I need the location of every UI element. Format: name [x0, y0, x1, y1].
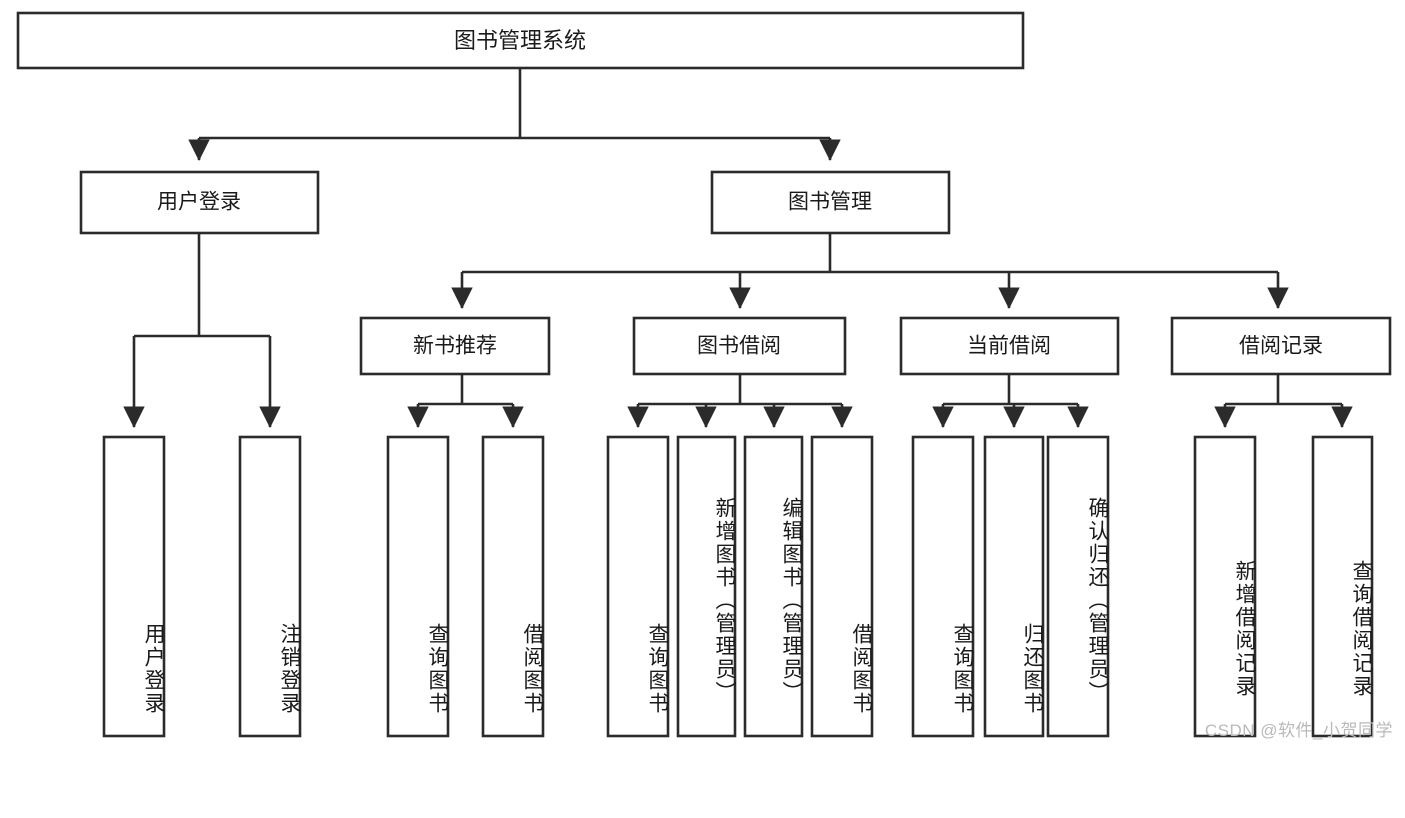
node-leaf-logout[interactable]	[238, 435, 302, 738]
node-leaf-borrow-book-1[interactable]	[481, 435, 545, 738]
node-leaf-query-book-2[interactable]	[606, 435, 670, 738]
connector-root-to-level2	[188, 68, 841, 161]
hierarchy-diagram-svg: 图书管理系统 用户登录 图书管理 新书推荐 图书借阅 当前借阅 借阅记录	[16, 11, 1392, 738]
node-borrow-record-label: 借阅记录	[1239, 335, 1323, 358]
node-book-borrow[interactable]: 图书借阅	[632, 316, 847, 376]
node-leaf-borrow-book-2[interactable]	[810, 435, 874, 738]
node-leaf-add-record[interactable]	[1193, 435, 1257, 738]
node-current-borrow[interactable]: 当前借阅	[899, 316, 1120, 376]
node-root-label: 图书管理系统	[454, 28, 586, 53]
diagram-canvas: 图书管理系统 用户登录 图书管理 新书推荐 图书借阅 当前借阅 借阅记录	[16, 11, 1393, 740]
node-leaf-confirm-return[interactable]	[1046, 435, 1110, 738]
node-root[interactable]: 图书管理系统	[16, 11, 1025, 70]
node-user-login[interactable]: 用户登录	[79, 170, 320, 235]
node-book-borrow-label: 图书借阅	[697, 335, 781, 358]
node-leaf-query-book-1[interactable]	[386, 435, 450, 738]
connector-borrow-record-to-leaves	[1214, 374, 1353, 428]
node-leaf-add-book[interactable]	[676, 435, 737, 738]
node-leaf-return-book[interactable]	[983, 435, 1045, 738]
connector-new-book-recommend-to-leaves	[407, 374, 524, 428]
node-leaf-query-book-3[interactable]	[911, 435, 975, 738]
watermark-text: CSDN @软件_小贺同学	[1204, 721, 1393, 740]
node-book-management-label: 图书管理	[788, 191, 872, 214]
node-book-management[interactable]: 图书管理	[710, 170, 951, 235]
connector-book-management-to-level3	[451, 233, 1289, 309]
node-leaf-user-login[interactable]	[102, 435, 166, 738]
connector-user-login-to-leaves	[123, 233, 281, 428]
connector-book-borrow-to-leaves	[627, 374, 853, 428]
connector-current-borrow-to-leaves	[932, 374, 1089, 428]
node-current-borrow-label: 当前借阅	[967, 335, 1051, 358]
node-leaf-edit-book[interactable]	[743, 435, 804, 738]
node-user-login-label: 用户登录	[157, 191, 241, 214]
node-leaf-query-record[interactable]	[1311, 435, 1374, 738]
node-borrow-record[interactable]: 借阅记录	[1170, 316, 1392, 376]
node-new-book-recommend-label: 新书推荐	[413, 335, 497, 358]
node-new-book-recommend[interactable]: 新书推荐	[359, 316, 551, 376]
